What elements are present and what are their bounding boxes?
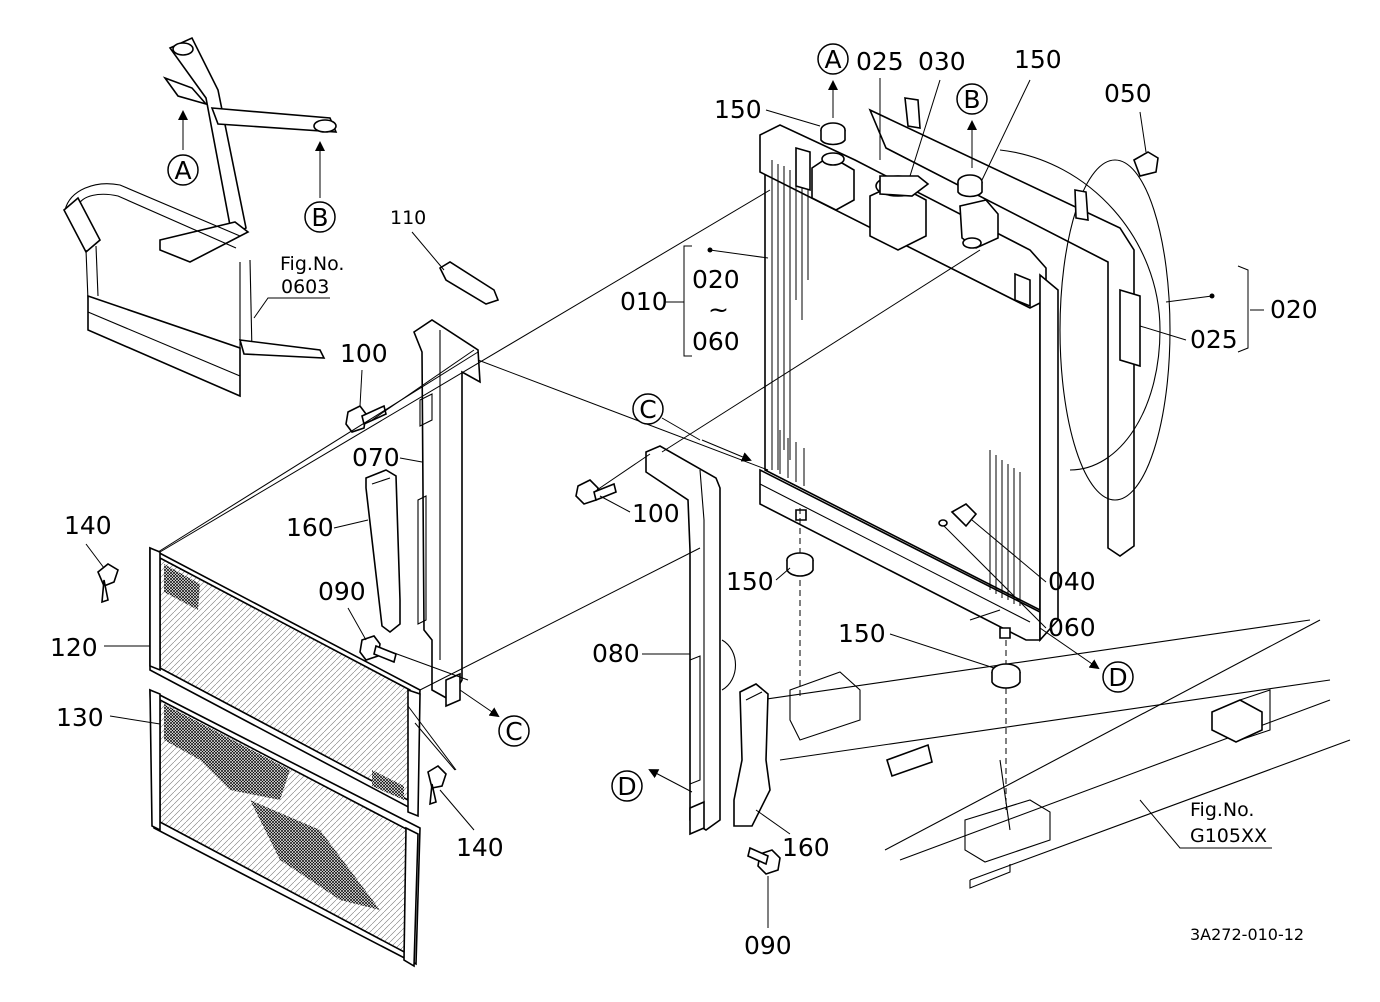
label-020: 020 (1270, 295, 1318, 324)
wing-nut-140-lower (427, 764, 447, 806)
fig-ref-number: 0603 (281, 276, 329, 298)
callout-d-right: D (1102, 661, 1134, 693)
callout-a-label: A (174, 156, 191, 185)
callout-b-upper-left: B (304, 141, 336, 233)
callout-c-left: C (498, 715, 530, 747)
label-010: 010 (620, 287, 668, 316)
vehicle-frame (759, 609, 1351, 889)
guide-160-right (733, 683, 771, 827)
leader-150-lower-left (775, 567, 791, 581)
leader-100-left (359, 369, 363, 407)
radiator-assembly (759, 97, 1171, 643)
label-050: 050 (1104, 79, 1152, 108)
bolt-100-left (345, 404, 387, 433)
label-030: 030 (918, 47, 966, 76)
guide-160-left (365, 469, 401, 634)
fig-ref-label: Fig.No. (280, 253, 344, 275)
label-060: 060 (1048, 613, 1096, 642)
callout-a-radiator: A (817, 43, 849, 118)
label-150-top-left: 150 (714, 95, 762, 124)
fig-ref-number-2: G105XX (1190, 825, 1267, 847)
label-010-group: 010 020 ~ 060 (620, 245, 769, 357)
leader-150-top-left (765, 109, 821, 127)
radiator-core-fins (771, 160, 1021, 606)
label-020-group: 020 025 (1139, 265, 1318, 354)
leader-140-upper (85, 543, 105, 569)
callout-d-left: D (611, 770, 643, 802)
leader-050 (1139, 111, 1147, 153)
stay-110 (438, 261, 500, 305)
leader-100-right (599, 495, 631, 513)
label-010-range-end: 060 (692, 327, 740, 356)
label-110: 110 (390, 207, 426, 229)
bolt-090-right (747, 846, 781, 875)
leader-060 (943, 525, 1047, 629)
leader-030 (909, 79, 941, 177)
leader-070 (399, 457, 423, 463)
label-040: 040 (1048, 567, 1096, 596)
leader-150-lower-right (889, 633, 995, 669)
label-160-right: 160 (782, 833, 830, 862)
leader-150-top-right (981, 79, 1031, 181)
side-bracket-080 (645, 445, 736, 836)
leader-040 (971, 519, 1047, 583)
label-100-right: 100 (632, 499, 680, 528)
screen-130 (149, 688, 421, 968)
label-130: 130 (56, 703, 104, 732)
label-025-right: 025 (1190, 325, 1238, 354)
assembly-lines (157, 189, 1100, 793)
leader-090-left (347, 607, 367, 641)
bolt-090-left (359, 635, 397, 664)
label-025-top: 025 (856, 47, 904, 76)
upper-left-bracket-assembly (62, 36, 338, 398)
callout-b-label: B (311, 203, 328, 232)
label-100-left: 100 (340, 339, 388, 368)
side-bracket-070 (413, 319, 481, 708)
label-150-top-right: 150 (1014, 45, 1062, 74)
wing-nut-140-upper (97, 563, 119, 604)
label-160-left: 160 (286, 513, 334, 542)
lower-cushion-150-left (786, 552, 814, 577)
fig-ref-0603: Fig.No. 0603 (253, 253, 344, 319)
label-120: 120 (50, 633, 98, 662)
callout-c-label-2: C (639, 395, 656, 424)
drawing-number: 3A272-010-12 (1190, 925, 1304, 944)
label-070: 070 (352, 443, 400, 472)
callout-b-radiator: B (956, 83, 988, 168)
label-010-range-start: 020 (692, 265, 740, 294)
label-150-lower-right: 150 (838, 619, 886, 648)
callout-a-label-2: A (824, 45, 841, 74)
callout-c-right: C (632, 393, 701, 441)
callout-d-label: D (617, 772, 636, 801)
label-140-lower: 140 (456, 833, 504, 862)
fig-ref-label-2: Fig.No. (1190, 799, 1254, 821)
leader-160-right (755, 809, 791, 835)
leader-160-left (333, 519, 369, 529)
callout-c-label: C (505, 717, 522, 746)
callout-a-upper-left: A (167, 110, 199, 186)
label-090-left: 090 (318, 577, 366, 606)
leader-140-lower (439, 789, 475, 831)
bolt-100-right (575, 479, 617, 505)
leader-110 (411, 231, 445, 271)
screen-120 (149, 546, 421, 818)
lower-cushion-150-right (991, 663, 1021, 689)
callout-b-label-2: B (963, 85, 980, 114)
label-140-upper: 140 (64, 511, 112, 540)
label-150-lower-left: 150 (726, 567, 774, 596)
fig-ref-g105xx: Fig.No. G105XX (1139, 799, 1272, 849)
label-080: 080 (592, 639, 640, 668)
label-090-right: 090 (744, 931, 792, 960)
label-010-range-tilde: ~ (708, 295, 729, 324)
callout-d-label-2: D (1108, 663, 1127, 692)
leader-130 (109, 715, 161, 725)
